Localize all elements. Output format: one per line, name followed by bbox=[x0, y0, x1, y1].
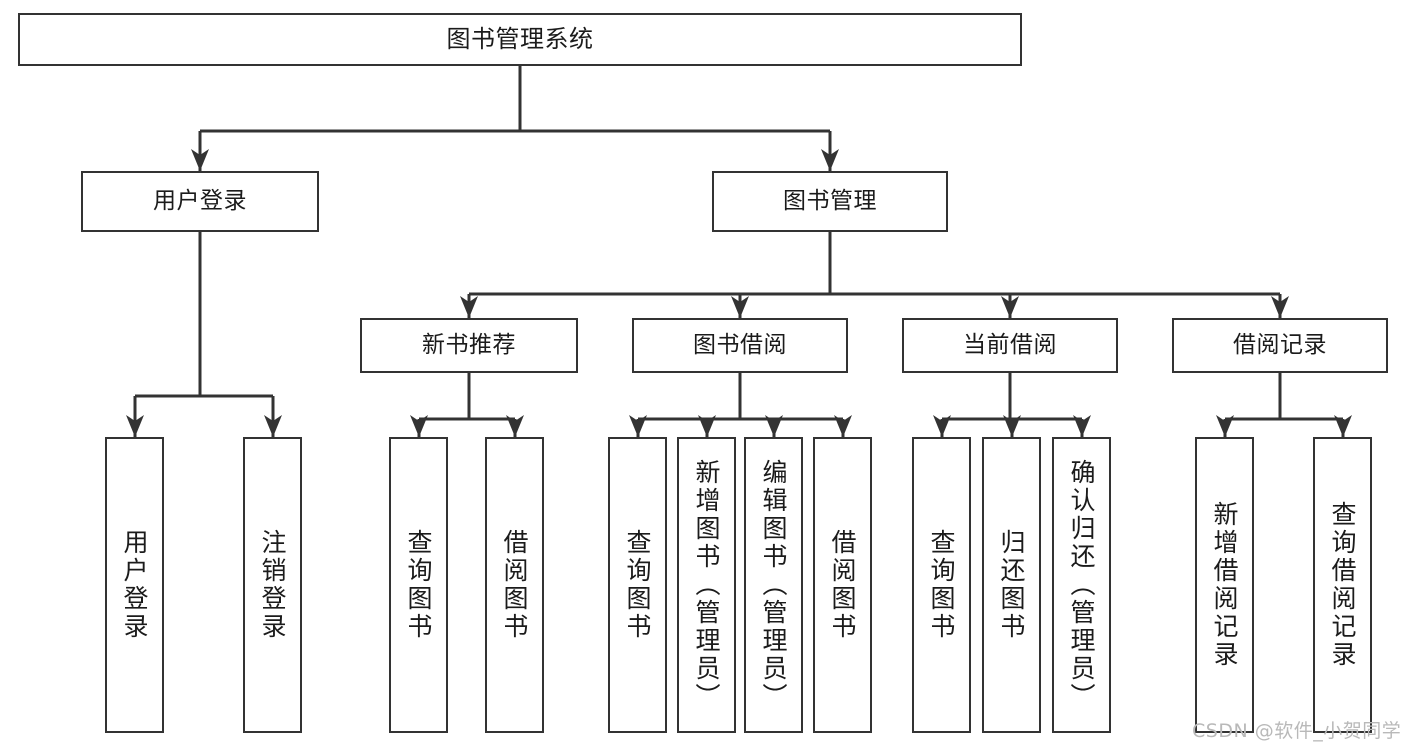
watermark-text: CSDN @软件_小贺同学 bbox=[1192, 720, 1402, 742]
node-label-leaf-add-record: 新增借阅记录 bbox=[1210, 501, 1239, 669]
arrowhead-borrow-record-1 bbox=[1334, 415, 1352, 437]
node-label-new-book-recommend: 新书推荐 bbox=[422, 331, 516, 358]
arrowhead-book-manage-1 bbox=[731, 296, 749, 318]
node-label-current-borrow: 当前借阅 bbox=[963, 331, 1057, 358]
node-label-leaf-query-book-borrow: 查询图书 bbox=[623, 529, 652, 641]
node-leaf-add-book[interactable]: 新增图书（管理员） bbox=[677, 437, 736, 733]
node-book-manage[interactable]: 图书管理 bbox=[712, 171, 948, 232]
node-label-leaf-logout: 注销登录 bbox=[258, 529, 287, 641]
node-new-book-recommend[interactable]: 新书推荐 bbox=[360, 318, 578, 373]
arrowhead-root-0 bbox=[191, 149, 209, 171]
arrowhead-user-login-1 bbox=[264, 415, 282, 437]
node-label-leaf-query-record: 查询借阅记录 bbox=[1328, 501, 1357, 669]
node-label-borrow-record: 借阅记录 bbox=[1233, 331, 1327, 358]
node-root[interactable]: 图书管理系统 bbox=[18, 13, 1022, 66]
node-label-leaf-borrow-book-rec: 借阅图书 bbox=[500, 529, 529, 641]
node-leaf-return-book[interactable]: 归还图书 bbox=[982, 437, 1041, 733]
arrowhead-book-manage-3 bbox=[1271, 296, 1289, 318]
node-label-user-login: 用户登录 bbox=[153, 187, 247, 214]
node-book-borrow[interactable]: 图书借阅 bbox=[632, 318, 848, 373]
node-label-book-manage: 图书管理 bbox=[783, 187, 877, 214]
arrowhead-current-borrow-1 bbox=[1003, 415, 1021, 437]
node-label-leaf-confirm-return: 确认归还（管理员） bbox=[1067, 459, 1096, 711]
node-label-book-borrow: 图书借阅 bbox=[693, 331, 787, 358]
node-user-login[interactable]: 用户登录 bbox=[81, 171, 319, 232]
node-leaf-add-record[interactable]: 新增借阅记录 bbox=[1195, 437, 1254, 733]
arrowhead-current-borrow-2 bbox=[1073, 415, 1091, 437]
node-leaf-query-book-borrow[interactable]: 查询图书 bbox=[608, 437, 667, 733]
node-label-leaf-query-book-cur: 查询图书 bbox=[927, 529, 956, 641]
node-leaf-edit-book[interactable]: 编辑图书（管理员） bbox=[744, 437, 803, 733]
node-current-borrow[interactable]: 当前借阅 bbox=[902, 318, 1118, 373]
arrowhead-borrow-record-0 bbox=[1216, 415, 1234, 437]
node-leaf-user-login[interactable]: 用户登录 bbox=[105, 437, 164, 733]
node-leaf-query-book-rec[interactable]: 查询图书 bbox=[389, 437, 448, 733]
arrowhead-book-borrow-0 bbox=[629, 415, 647, 437]
arrowhead-new-book-recommend-0 bbox=[410, 415, 428, 437]
node-leaf-query-record[interactable]: 查询借阅记录 bbox=[1313, 437, 1372, 733]
arrowhead-root-1 bbox=[821, 149, 839, 171]
arrowhead-book-manage-0 bbox=[460, 296, 478, 318]
arrowhead-user-login-0 bbox=[126, 415, 144, 437]
node-label-leaf-add-book: 新增图书（管理员） bbox=[692, 459, 721, 711]
node-label-leaf-edit-book: 编辑图书（管理员） bbox=[759, 459, 788, 711]
node-leaf-borrow-book[interactable]: 借阅图书 bbox=[813, 437, 872, 733]
node-leaf-borrow-book-rec[interactable]: 借阅图书 bbox=[485, 437, 544, 733]
node-label-leaf-borrow-book: 借阅图书 bbox=[828, 529, 857, 641]
node-label-leaf-return-book: 归还图书 bbox=[997, 529, 1026, 641]
node-leaf-logout[interactable]: 注销登录 bbox=[243, 437, 302, 733]
node-label-leaf-user-login: 用户登录 bbox=[120, 529, 149, 641]
arrowhead-book-borrow-3 bbox=[834, 415, 852, 437]
node-leaf-confirm-return[interactable]: 确认归还（管理员） bbox=[1052, 437, 1111, 733]
arrowhead-current-borrow-0 bbox=[933, 415, 951, 437]
node-leaf-query-book-cur[interactable]: 查询图书 bbox=[912, 437, 971, 733]
arrowhead-book-borrow-1 bbox=[698, 415, 716, 437]
arrowhead-new-book-recommend-1 bbox=[506, 415, 524, 437]
node-label-root: 图书管理系统 bbox=[446, 25, 594, 54]
node-label-leaf-query-book-rec: 查询图书 bbox=[404, 529, 433, 641]
arrowhead-book-manage-2 bbox=[1001, 296, 1019, 318]
node-borrow-record[interactable]: 借阅记录 bbox=[1172, 318, 1388, 373]
arrowhead-book-borrow-2 bbox=[765, 415, 783, 437]
